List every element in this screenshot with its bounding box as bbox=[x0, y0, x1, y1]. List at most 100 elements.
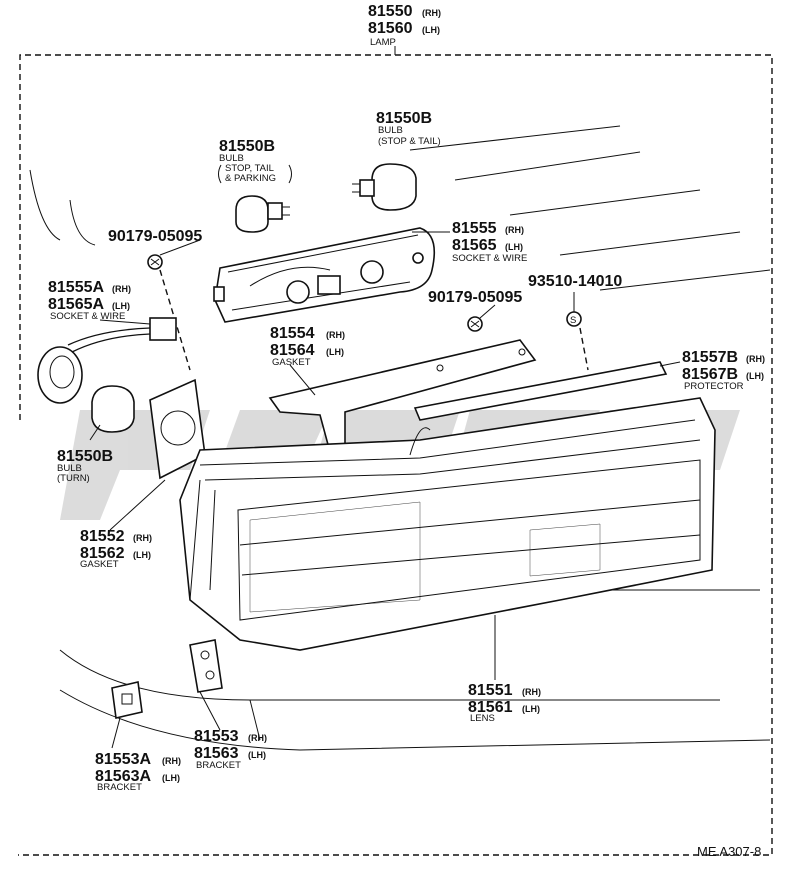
bulb-turn-part bbox=[91, 385, 135, 433]
lens-part bbox=[179, 397, 716, 651]
svg-text:81562: 81562 bbox=[80, 545, 125, 562]
bracket-outer-leader bbox=[111, 717, 121, 749]
svg-text:LAMP: LAMP bbox=[370, 37, 396, 48]
svg-text:(RH): (RH) bbox=[422, 8, 441, 18]
svg-text:81553: 81553 bbox=[194, 728, 239, 745]
svg-text:81553A: 81553A bbox=[95, 751, 151, 768]
screw-right-leader bbox=[479, 304, 496, 319]
svg-text:(LH): (LH) bbox=[162, 773, 180, 783]
svg-text:BULB: BULB bbox=[57, 463, 82, 474]
label-bracket-inner: 81553 (RH) 81563 (LH) BRACKET bbox=[194, 728, 267, 771]
svg-text:81555A: 81555A bbox=[48, 279, 104, 296]
svg-text:PROTECTOR: PROTECTOR bbox=[684, 381, 744, 392]
svg-text:(RH): (RH) bbox=[326, 330, 345, 340]
svg-text:81552: 81552 bbox=[80, 528, 125, 545]
svg-text:STOP, TAIL: STOP, TAIL bbox=[225, 163, 274, 174]
svg-text:93510-14010: 93510-14010 bbox=[528, 273, 622, 290]
gasket-lower-leader bbox=[109, 479, 166, 531]
lamp-assembly-boundary bbox=[18, 54, 773, 856]
screw-left-leader bbox=[159, 239, 201, 256]
svg-text:81555: 81555 bbox=[452, 220, 497, 237]
svg-text:81567B: 81567B bbox=[682, 366, 738, 383]
label-socket-wire-main: 81555 (RH) 81565 (LH) SOCKET & WIRE bbox=[452, 220, 527, 264]
svg-text:81554: 81554 bbox=[270, 325, 315, 342]
protector-leader bbox=[659, 361, 681, 367]
label-protector: 81557B (RH) 81567B (LH) PROTECTOR bbox=[682, 349, 765, 392]
bulb-stop-tail-part bbox=[352, 163, 417, 211]
vehicle-body-outline bbox=[29, 125, 771, 751]
bulb-stop-tail-parking-part bbox=[235, 195, 290, 233]
gasket-lower-part bbox=[149, 378, 206, 480]
svg-text:81551: 81551 bbox=[468, 682, 513, 699]
svg-text:LENS: LENS bbox=[470, 713, 495, 724]
protector-part bbox=[413, 361, 668, 421]
svg-text:BULB: BULB bbox=[219, 153, 244, 164]
bracket-outer-part bbox=[111, 681, 143, 719]
svg-text:81557B: 81557B bbox=[682, 349, 738, 366]
svg-text:(LH): (LH) bbox=[522, 704, 540, 714]
label-gasket-upper: 81554 (RH) 81564 (LH) GASKET bbox=[270, 325, 345, 368]
label-clip: 93510-14010 bbox=[528, 273, 622, 290]
screw-left-part bbox=[147, 254, 163, 270]
svg-text:90179-05095: 90179-05095 bbox=[108, 228, 202, 245]
svg-text:(LH): (LH) bbox=[326, 347, 344, 357]
svg-text:81565A: 81565A bbox=[48, 296, 104, 313]
svg-text:(LH): (LH) bbox=[248, 750, 266, 760]
svg-text:81560: 81560 bbox=[368, 20, 413, 37]
svg-text:81563A: 81563A bbox=[95, 768, 151, 785]
label-lens: 81551 (RH) 81561 (LH) LENS bbox=[468, 682, 541, 724]
svg-text:90179-05095: 90179-05095 bbox=[428, 289, 522, 306]
svg-text:81550B: 81550B bbox=[219, 138, 275, 155]
drawing-code: ME A307-8 bbox=[697, 844, 761, 859]
clip-guide bbox=[579, 327, 589, 371]
bracket-inner-leader bbox=[199, 691, 221, 731]
svg-text:81561: 81561 bbox=[468, 699, 513, 716]
label-socket-wire-small: 81555A (RH) 81565A (LH) SOCKET & WIRE bbox=[48, 279, 131, 322]
svg-text:(RH): (RH) bbox=[112, 284, 131, 294]
clip-part: S bbox=[566, 311, 582, 327]
bulb-turn-leader bbox=[89, 424, 101, 441]
socket-wire-small-part bbox=[37, 317, 177, 404]
label-lamp: 81550 (RH) 81560 (LH) LAMP bbox=[368, 3, 441, 48]
label-bracket-outer: 81553A (RH) 81563A (LH) BRACKET bbox=[95, 751, 181, 793]
label-gasket-lower: 81552 (RH) 81562 (LH) GASKET bbox=[80, 528, 152, 570]
svg-text:(TURN): (TURN) bbox=[57, 473, 90, 484]
svg-text:(RH): (RH) bbox=[248, 733, 267, 743]
label-bulb-stop-tail-parking: 81550B BULB STOP, TAIL & PARKING bbox=[218, 138, 292, 184]
label-screw-right: 90179-05095 bbox=[428, 289, 522, 306]
screw-right-part bbox=[467, 316, 483, 332]
socket-wire-main-part bbox=[213, 227, 436, 323]
socket-small-leader bbox=[99, 319, 151, 325]
svg-text:(LH): (LH) bbox=[746, 371, 764, 381]
svg-text:81565: 81565 bbox=[452, 237, 497, 254]
svg-text:(RH): (RH) bbox=[162, 756, 181, 766]
svg-text:(RH): (RH) bbox=[505, 225, 524, 235]
svg-text:SOCKET & WIRE: SOCKET & WIRE bbox=[50, 311, 125, 322]
svg-text:81564: 81564 bbox=[270, 342, 315, 359]
svg-text:& PARKING: & PARKING bbox=[225, 173, 276, 184]
svg-text:(STOP & TAIL): (STOP & TAIL) bbox=[378, 136, 441, 147]
gasket-upper-leader bbox=[289, 364, 316, 396]
svg-text:BRACKET: BRACKET bbox=[97, 782, 142, 793]
svg-text:GASKET: GASKET bbox=[80, 559, 119, 570]
svg-text:81563: 81563 bbox=[194, 745, 239, 762]
svg-text:(LH): (LH) bbox=[112, 301, 130, 311]
label-bulb-stop-tail: 81550B BULB (STOP & TAIL) bbox=[376, 110, 441, 147]
svg-text:SOCKET & WIRE: SOCKET & WIRE bbox=[452, 253, 527, 264]
svg-text:(RH): (RH) bbox=[133, 533, 152, 543]
svg-text:S: S bbox=[570, 315, 576, 326]
svg-text:81550B: 81550B bbox=[376, 110, 432, 127]
svg-text:(LH): (LH) bbox=[422, 25, 440, 35]
svg-text:BULB: BULB bbox=[378, 125, 403, 136]
bracket-inner-part bbox=[189, 639, 223, 693]
svg-text:GASKET: GASKET bbox=[272, 357, 311, 368]
svg-text:(LH): (LH) bbox=[133, 550, 151, 560]
label-screw-left: 90179-05095 bbox=[108, 228, 202, 245]
svg-text:(RH): (RH) bbox=[746, 354, 765, 364]
svg-text:81550: 81550 bbox=[368, 3, 413, 20]
label-bulb-turn: 81550B BULB (TURN) bbox=[57, 448, 113, 484]
svg-text:(LH): (LH) bbox=[505, 242, 523, 252]
svg-text:81550B: 81550B bbox=[57, 448, 113, 465]
svg-text:(RH): (RH) bbox=[522, 687, 541, 697]
